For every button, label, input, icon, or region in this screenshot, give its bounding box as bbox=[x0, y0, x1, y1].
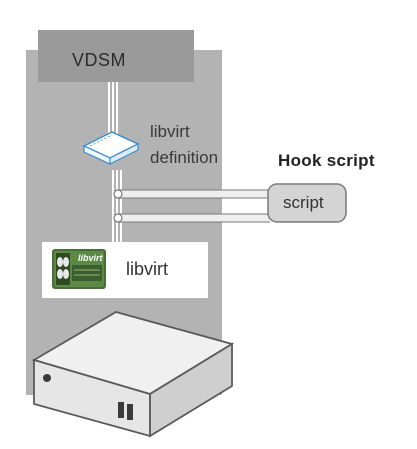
hook-connector-upper bbox=[113, 189, 270, 199]
vdsm-box bbox=[38, 30, 194, 82]
hook-script-title: Hook script bbox=[278, 151, 375, 170]
libvirt-definition-label-line2: definition bbox=[150, 148, 219, 167]
libvirt-logo-text: libvirt bbox=[78, 253, 103, 263]
hook-connector-lower bbox=[113, 213, 270, 223]
libvirt-definition-label-line1: libvirt bbox=[150, 122, 190, 141]
document-stack-icon bbox=[82, 131, 140, 165]
libvirt-logo-icon bbox=[52, 249, 106, 289]
libvirt-label: libvirt bbox=[126, 259, 169, 279]
vdsm-to-definition-connector bbox=[108, 82, 118, 136]
definition-to-libvirt-connector bbox=[112, 170, 122, 242]
vdsm-label: VDSM bbox=[72, 50, 127, 70]
server-box-icon bbox=[31, 311, 235, 438]
script-box bbox=[267, 183, 347, 223]
script-label: script bbox=[283, 193, 324, 212]
